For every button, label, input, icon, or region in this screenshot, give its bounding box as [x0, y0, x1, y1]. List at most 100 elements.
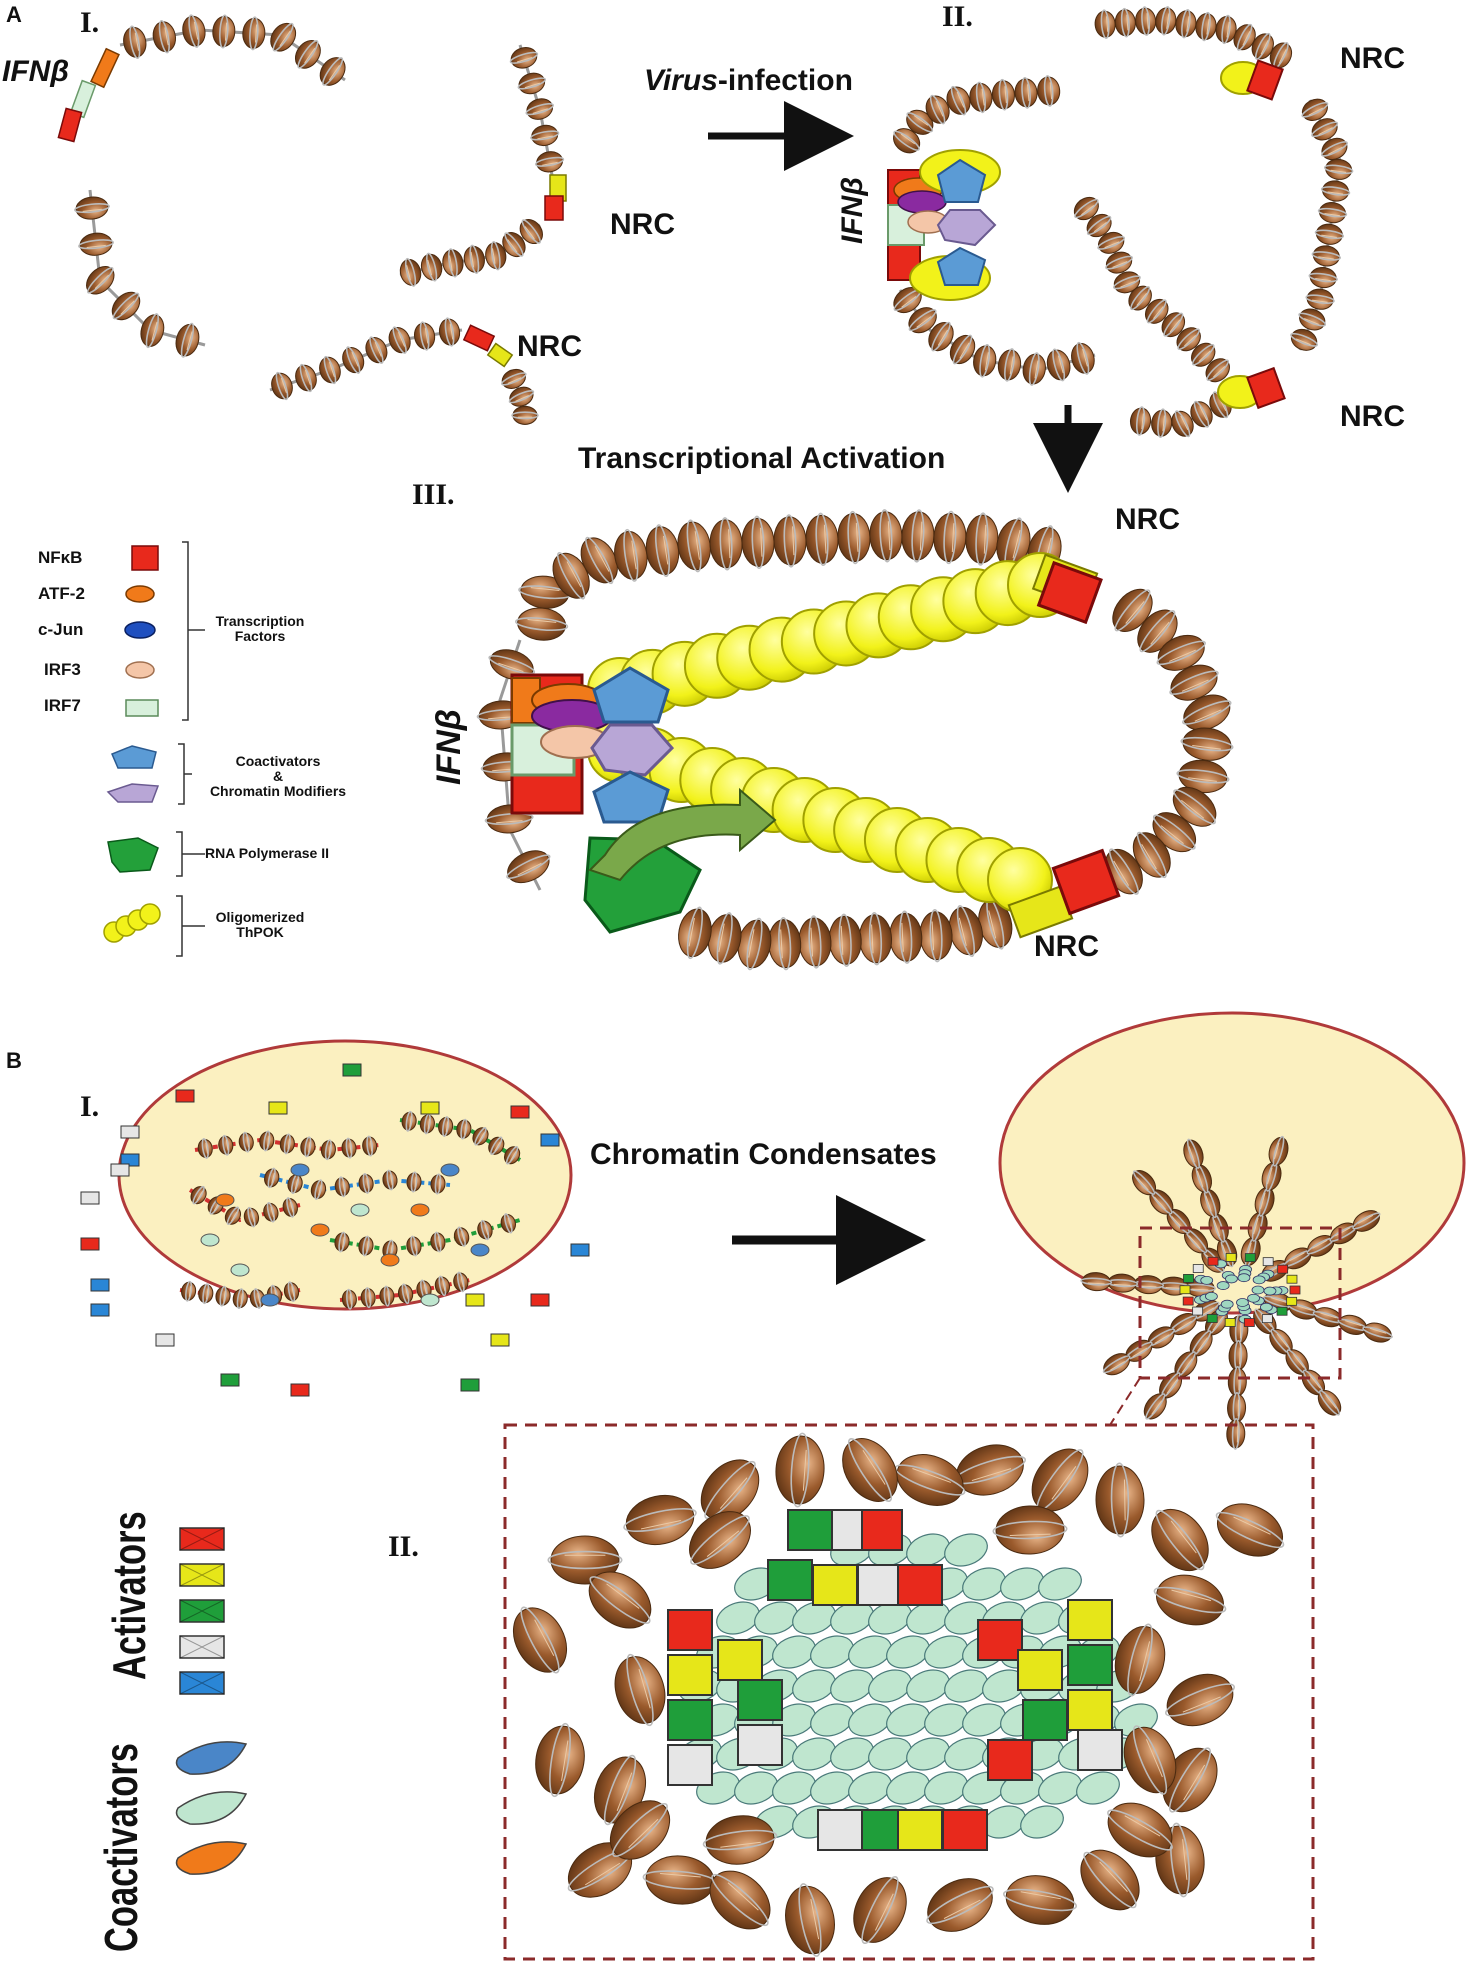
nucleosome [519, 219, 543, 245]
nucleosome [508, 386, 535, 407]
nucleosome [798, 915, 832, 969]
nucleosome [430, 1231, 446, 1253]
nucleosome [514, 607, 569, 641]
nucleosome [768, 916, 802, 971]
nucleosome [1102, 1353, 1131, 1376]
nucleosome [512, 1606, 568, 1674]
nucleosome [919, 909, 953, 963]
nucleosome [1152, 812, 1197, 853]
blue-oval-icon [124, 621, 156, 639]
nucleosome [463, 244, 485, 274]
nucleosome [1107, 1802, 1173, 1858]
nucleosome [1080, 1849, 1140, 1911]
activator-box [857, 1809, 903, 1851]
coactivator [410, 1203, 430, 1217]
nucleosome [773, 514, 807, 568]
coactivator-pentagon [936, 158, 987, 203]
nucleosome [837, 510, 871, 565]
nucleosome [530, 124, 560, 147]
nucleosome [1086, 213, 1112, 238]
nucleosome [399, 257, 422, 287]
nucleosome [969, 81, 993, 114]
cjun-oval [897, 190, 947, 214]
activator-legend-icon [179, 1527, 225, 1551]
thpok-icon [103, 903, 161, 943]
nucleosome [1317, 1389, 1342, 1416]
nucleosome [1195, 11, 1217, 42]
nucleosome [434, 1275, 450, 1297]
nucleosome [283, 1281, 300, 1303]
nucleosome [401, 1110, 417, 1132]
coactivator [810, 1703, 854, 1737]
activator-box [90, 1278, 110, 1292]
factor-shapes [57, 47, 1466, 1961]
dna-linker [339, 1278, 471, 1302]
gene-label: IFNβ [2, 55, 69, 88]
activator-box [977, 1619, 1023, 1661]
activator-legend-icon [179, 1635, 225, 1659]
nucleus-ii [998, 1011, 1466, 1315]
activator-box [1077, 1729, 1123, 1771]
nucleosome [1261, 1160, 1282, 1192]
activator-box [490, 1333, 510, 1347]
coactivator [944, 1669, 988, 1703]
stage-i-label: I. [80, 6, 100, 39]
nucleosome [501, 368, 527, 389]
nucleosome [1162, 1747, 1218, 1813]
activator-box [1022, 1699, 1068, 1741]
free-activators [80, 1063, 590, 1397]
nucleosome [243, 1206, 260, 1228]
legend-atf2: ATF-2 [38, 584, 85, 603]
nucleosome [1180, 727, 1234, 761]
nucleosome [1337, 1314, 1369, 1335]
virus-infection-label: Virus-infection [644, 64, 853, 97]
coactivator [716, 1601, 760, 1635]
nucleosome [946, 85, 971, 116]
nucleosome [588, 1571, 652, 1629]
nucleosome [1190, 400, 1213, 428]
activator-box [857, 1509, 903, 1551]
nucleosome [78, 232, 115, 256]
nucleosome [334, 1176, 350, 1198]
nrc-red-box [462, 324, 496, 352]
nucleosome [1022, 352, 1046, 386]
nucleosome [1155, 6, 1177, 36]
nucleosome [263, 1202, 279, 1223]
activator-box [667, 1744, 713, 1786]
activator-box [737, 1679, 783, 1721]
red-square-icon [131, 545, 159, 571]
legend-cjun: c-Jun [38, 620, 84, 639]
nucleosome [1183, 1138, 1204, 1169]
transcriptional-activation-label: Transcriptional Activation [578, 442, 946, 475]
chromatin-modifier-icon [106, 783, 160, 803]
activator-box [220, 1373, 240, 1387]
nucleosome [1182, 694, 1232, 731]
nucleosome [1144, 298, 1169, 324]
nucleosome [413, 321, 436, 351]
nucleosome [785, 1883, 835, 1957]
nucleosome [271, 371, 293, 401]
nucleosome [949, 334, 976, 365]
nucleosome [488, 1136, 505, 1156]
nucleosome [1184, 1228, 1209, 1254]
activator-box [857, 1564, 903, 1606]
coactivator [868, 1737, 912, 1771]
nucleosome [1165, 1673, 1235, 1727]
legend-nfkb: NFκB [38, 548, 83, 567]
activator-box [667, 1699, 713, 1741]
legend-activators-label: Activators [103, 1511, 155, 1680]
nucleosome [420, 252, 443, 282]
nucleosome [1097, 231, 1126, 254]
coactivator [944, 1601, 988, 1635]
activator-box [897, 1809, 943, 1851]
nucleosome [547, 1535, 623, 1585]
nucleosome [506, 850, 551, 884]
activator-box [812, 1564, 858, 1606]
orange-oval-icon [125, 585, 155, 603]
coactivator [924, 1635, 968, 1669]
nrc-red-box [1246, 59, 1284, 101]
nucleosome [279, 1133, 295, 1155]
nucleosome [1311, 245, 1342, 267]
nucleosome [1215, 14, 1237, 45]
